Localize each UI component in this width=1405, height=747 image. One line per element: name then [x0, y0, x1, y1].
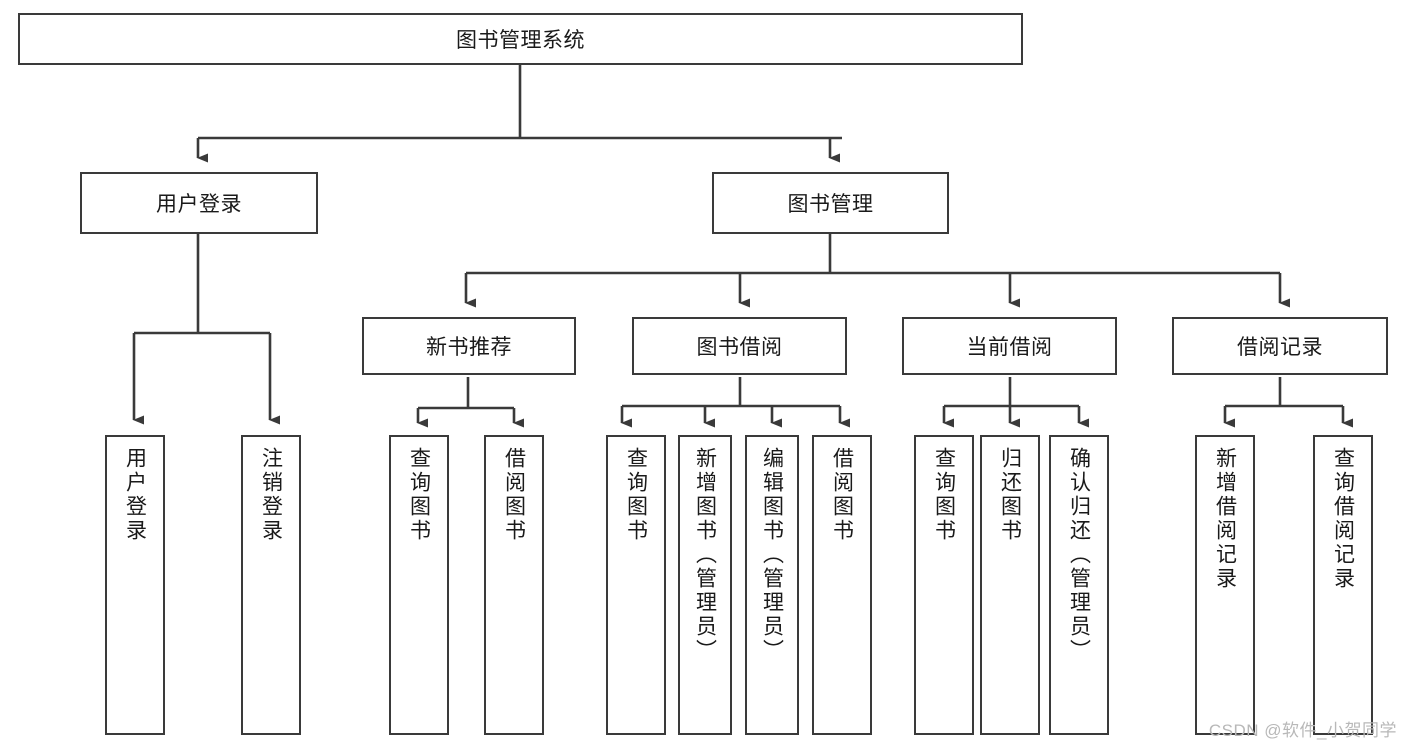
leaf-borrow-add-book[interactable]: 新增图书（管理员） — [678, 435, 732, 735]
node-label: 查询借阅记录 — [1331, 447, 1355, 591]
node-label: 借阅记录 — [1237, 336, 1323, 359]
leaf-user-login-logout[interactable]: 注销登录 — [241, 435, 301, 735]
node-label: 用户登录 — [123, 447, 147, 543]
leaf-record-add-record[interactable]: 新增借阅记录 — [1195, 435, 1255, 735]
node-borrow-record[interactable]: 借阅记录 — [1172, 317, 1388, 375]
leaf-current-confirm-return[interactable]: 确认归还（管理员） — [1049, 435, 1109, 735]
node-label: 新书推荐 — [426, 336, 512, 359]
node-label: 查询图书 — [932, 447, 956, 543]
node-label: 借阅图书 — [502, 447, 526, 543]
node-root-system[interactable]: 图书管理系统 — [18, 13, 1023, 65]
leaf-borrow-query-book[interactable]: 查询图书 — [606, 435, 666, 735]
node-label: 查询图书 — [407, 447, 431, 543]
node-label: 注销登录 — [259, 447, 283, 543]
node-label: 当前借阅 — [966, 336, 1053, 359]
node-label: 查询图书 — [624, 447, 648, 543]
leaf-current-query-book[interactable]: 查询图书 — [914, 435, 974, 735]
node-book-management[interactable]: 图书管理 — [712, 172, 949, 234]
leaf-new-book-borrow[interactable]: 借阅图书 — [484, 435, 544, 735]
leaf-current-return-book[interactable]: 归还图书 — [980, 435, 1040, 735]
node-label: 图书管理系统 — [456, 29, 585, 52]
node-label: 新增借阅记录 — [1213, 447, 1237, 591]
node-current-borrow[interactable]: 当前借阅 — [902, 317, 1117, 375]
node-label: 借阅图书 — [830, 447, 854, 543]
node-label: 确认归还（管理员） — [1067, 447, 1091, 663]
node-label: 归还图书 — [998, 447, 1022, 543]
leaf-borrow-edit-book[interactable]: 编辑图书（管理员） — [745, 435, 799, 735]
watermark-text: CSDN @软件_小贺同学 — [1208, 721, 1397, 740]
leaf-user-login-login[interactable]: 用户登录 — [105, 435, 165, 735]
node-label: 图书管理 — [787, 193, 874, 216]
leaf-new-book-query[interactable]: 查询图书 — [389, 435, 449, 735]
leaf-record-query-record[interactable]: 查询借阅记录 — [1313, 435, 1373, 735]
node-label: 图书借阅 — [696, 336, 783, 359]
node-label: 编辑图书（管理员） — [760, 447, 784, 663]
node-new-book-recommend[interactable]: 新书推荐 — [362, 317, 576, 375]
node-label: 新增图书（管理员） — [693, 447, 717, 663]
leaf-borrow-borrow-book[interactable]: 借阅图书 — [812, 435, 872, 735]
node-user-login[interactable]: 用户登录 — [80, 172, 318, 234]
node-label: 用户登录 — [156, 193, 242, 216]
node-book-borrow[interactable]: 图书借阅 — [632, 317, 847, 375]
